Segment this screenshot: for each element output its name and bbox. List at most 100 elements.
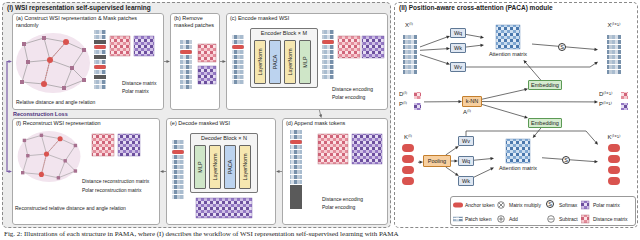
node-label: D⁽ˡ⁺¹⁾ bbox=[599, 90, 612, 100]
connector bbox=[533, 128, 541, 138]
layer-bar: LayerNorm bbox=[254, 40, 266, 84]
token-stack: X⁽ˡ⁺¹⁾ bbox=[598, 22, 630, 80]
attention-matrix: Attention matrix bbox=[494, 138, 542, 174]
connector-line bbox=[7, 62, 9, 172]
node-label: K⁽ˡ⁾ bbox=[404, 134, 412, 141]
node-label: Wv bbox=[462, 138, 470, 145]
arrowhead bbox=[455, 146, 459, 149]
annotation: Polar reconstruction matrix bbox=[82, 187, 141, 193]
softmax-symbol: S bbox=[562, 156, 570, 164]
legend-sample bbox=[453, 214, 463, 224]
layer-bar: MLP bbox=[194, 145, 206, 189]
legend-sample bbox=[453, 200, 463, 210]
panel: (II) Position-aware cross-attention (PAC… bbox=[394, 2, 638, 228]
softmax-symbol: S bbox=[558, 43, 566, 51]
legend-item: Patch token bbox=[453, 214, 491, 224]
token-sequences bbox=[290, 140, 302, 144]
legend-label: Polar matrix bbox=[593, 203, 620, 208]
matrix-grids bbox=[196, 198, 252, 218]
panel-fill bbox=[166, 118, 276, 225]
connector bbox=[466, 131, 598, 145]
connector bbox=[466, 62, 598, 67]
process-box: Wq bbox=[458, 156, 474, 166]
process-box: Wv bbox=[458, 136, 474, 146]
annotation: A⁽ˡ⁾ bbox=[463, 109, 471, 116]
node-label: MLP bbox=[302, 56, 309, 67]
transformer-block: Encoder Block × MLayerNormPACALayerNormM… bbox=[250, 28, 318, 88]
paca-figures bbox=[402, 177, 414, 185]
process-box: k-NN bbox=[462, 96, 482, 107]
annotation: Polar matrix bbox=[122, 88, 149, 94]
node-label: Pooling bbox=[428, 158, 446, 165]
token-sequences bbox=[290, 185, 302, 209]
arrowhead bbox=[276, 170, 280, 173]
matrix-grids bbox=[362, 36, 384, 58]
connector-line bbox=[466, 45, 481, 47]
paca-figures bbox=[621, 103, 628, 110]
matrix-input: D⁽ˡ⁺¹⁾P⁽ˡ⁺¹⁾ bbox=[598, 90, 630, 114]
connector bbox=[466, 34, 484, 38]
connector-line bbox=[474, 169, 491, 177]
step-box: (b) Remove masked patches bbox=[170, 13, 220, 110]
node-label: Encoder Block × M bbox=[251, 29, 317, 37]
transformer-block: Decoder Block × NMLPLayerNormPACALayerNo… bbox=[190, 133, 258, 193]
node-label: P⁽ˡ⁾ bbox=[399, 100, 407, 110]
connector bbox=[482, 104, 528, 118]
matrix-grids bbox=[118, 134, 140, 156]
legend-label: Patch token bbox=[465, 217, 491, 222]
process-box: Wq bbox=[450, 28, 466, 38]
attention-matrix: Attention matrix bbox=[484, 24, 532, 60]
node-label: Wq bbox=[454, 30, 462, 37]
step-box: (a) Construct WSI representation & Mask … bbox=[12, 13, 164, 110]
legend-item: Matrix multiply bbox=[497, 200, 541, 210]
panel-fill bbox=[226, 13, 388, 110]
node-label: Decoder Block × N bbox=[191, 134, 257, 142]
connector-line bbox=[482, 104, 525, 117]
connector-line bbox=[466, 131, 596, 143]
token-sequences bbox=[94, 75, 106, 79]
step-box: (e) Decode masked WSIDecoder Block × NML… bbox=[166, 118, 276, 225]
node-label: K⁽ˡ⁺¹⁾ bbox=[607, 134, 620, 141]
node-label: (b) Remove masked patches bbox=[171, 14, 219, 29]
legend-item: Add bbox=[497, 214, 518, 224]
paca-figures bbox=[496, 25, 520, 49]
process-box: Embedding bbox=[528, 80, 562, 90]
token-sequences bbox=[94, 65, 106, 69]
paca-figures bbox=[506, 139, 530, 163]
process-box: Pooling bbox=[423, 155, 451, 167]
legend-sample bbox=[453, 217, 463, 221]
process-box: Wv bbox=[450, 62, 466, 72]
matrix-grids bbox=[198, 66, 216, 84]
node-label: X⁽ˡ⁺¹⁾ bbox=[607, 22, 620, 29]
node-label: (f) Reconstruct WSI representation bbox=[13, 119, 159, 128]
arrowhead bbox=[594, 141, 598, 145]
connector-line bbox=[482, 89, 525, 99]
annotation: Distance encoding bbox=[322, 196, 363, 202]
legend-sample bbox=[453, 203, 463, 208]
node-label: P⁽ˡ⁺¹⁾ bbox=[599, 100, 612, 110]
connector-line bbox=[424, 101, 459, 102]
connector-line bbox=[535, 128, 541, 136]
connector bbox=[420, 36, 450, 47]
wsi-graph bbox=[18, 131, 81, 182]
process-box: Wk bbox=[458, 176, 474, 186]
arrowhead bbox=[480, 44, 484, 47]
connector-line bbox=[474, 159, 491, 161]
node-label: (I) WSI representation self-supervised l… bbox=[3, 3, 390, 13]
connector-line bbox=[319, 110, 320, 115]
token-sequences bbox=[322, 30, 334, 80]
legend-sample bbox=[547, 214, 557, 224]
layer-bar: LayerNorm bbox=[239, 145, 251, 189]
wsi-graph bbox=[16, 33, 90, 93]
legend-sample bbox=[548, 216, 555, 223]
paca-figures bbox=[402, 25, 628, 185]
token-sequences bbox=[290, 130, 302, 210]
wsi-graph bbox=[16, 33, 90, 182]
matrix-grids bbox=[198, 44, 216, 62]
paca-figures bbox=[608, 166, 620, 174]
token-sequences bbox=[172, 140, 184, 200]
panel-fill bbox=[282, 118, 388, 225]
paca-figures bbox=[403, 35, 417, 75]
matrix-grids bbox=[318, 134, 348, 164]
process-box: Embedding bbox=[528, 118, 562, 128]
